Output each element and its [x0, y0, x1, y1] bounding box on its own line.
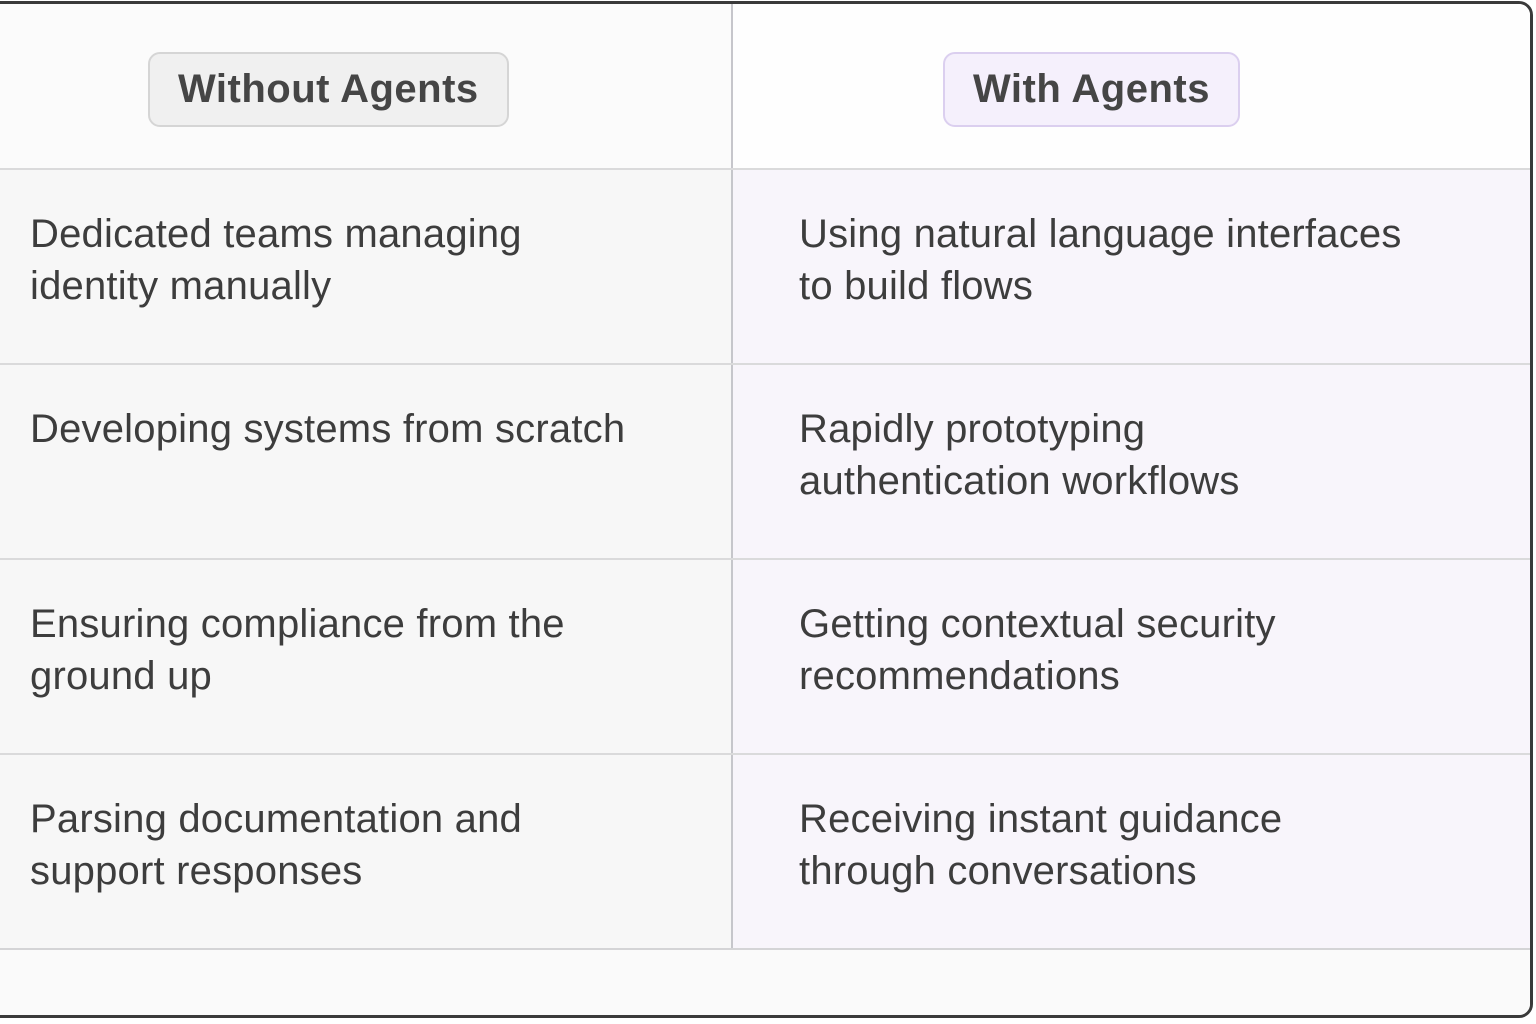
- cell-text-line: to build flows: [799, 264, 1034, 308]
- table-footer-spacer: [0, 948, 1530, 1015]
- cell-text-line: Receiving instant guidance: [799, 797, 1283, 841]
- without-agents-cell: Dedicated teams managing identity manual…: [0, 170, 733, 363]
- cell-text-line: Using natural language interfaces: [799, 212, 1402, 256]
- cell-text-line: support responses: [30, 849, 363, 893]
- cell-text-line: through conversations: [799, 849, 1197, 893]
- cell-text-line: Getting contextual security: [799, 602, 1276, 646]
- table-header-row: Without Agents With Agents: [0, 4, 1530, 168]
- without-agents-cell: Developing systems from scratch: [0, 365, 733, 558]
- with-agents-cell: Using natural language interfaces to bui…: [733, 170, 1530, 363]
- without-agents-cell: Parsing documentation and support respon…: [0, 755, 733, 948]
- cell-text-line: identity manually: [30, 264, 332, 308]
- cell-text-line: Developing systems from scratch: [30, 407, 626, 451]
- header-cell-without-agents: Without Agents: [0, 4, 733, 168]
- without-agents-badge: Without Agents: [148, 51, 509, 127]
- with-agents-cell: Rapidly prototyping authentication workf…: [733, 365, 1530, 558]
- cell-text-line: Parsing documentation and: [30, 797, 522, 841]
- cell-text-line: ground up: [30, 654, 212, 698]
- cell-text-line: authentication workflows: [799, 459, 1240, 503]
- with-agents-cell: Getting contextual security recommendati…: [733, 560, 1530, 753]
- table-row: Parsing documentation and support respon…: [0, 753, 1530, 948]
- cell-text-line: recommendations: [799, 654, 1120, 698]
- table-row: Developing systems from scratch Rapidly …: [0, 363, 1530, 558]
- cell-text-line: Ensuring compliance from the: [30, 602, 565, 646]
- with-agents-cell: Receiving instant guidance through conve…: [733, 755, 1530, 948]
- cell-text-line: Dedicated teams managing: [30, 212, 522, 256]
- table-row: Dedicated teams managing identity manual…: [0, 168, 1530, 363]
- cell-text-line: Rapidly prototyping: [799, 407, 1146, 451]
- table-row: Ensuring compliance from the ground up G…: [0, 558, 1530, 753]
- header-cell-with-agents: With Agents: [733, 4, 1530, 168]
- without-agents-cell: Ensuring compliance from the ground up: [0, 560, 733, 753]
- with-agents-badge: With Agents: [943, 51, 1240, 127]
